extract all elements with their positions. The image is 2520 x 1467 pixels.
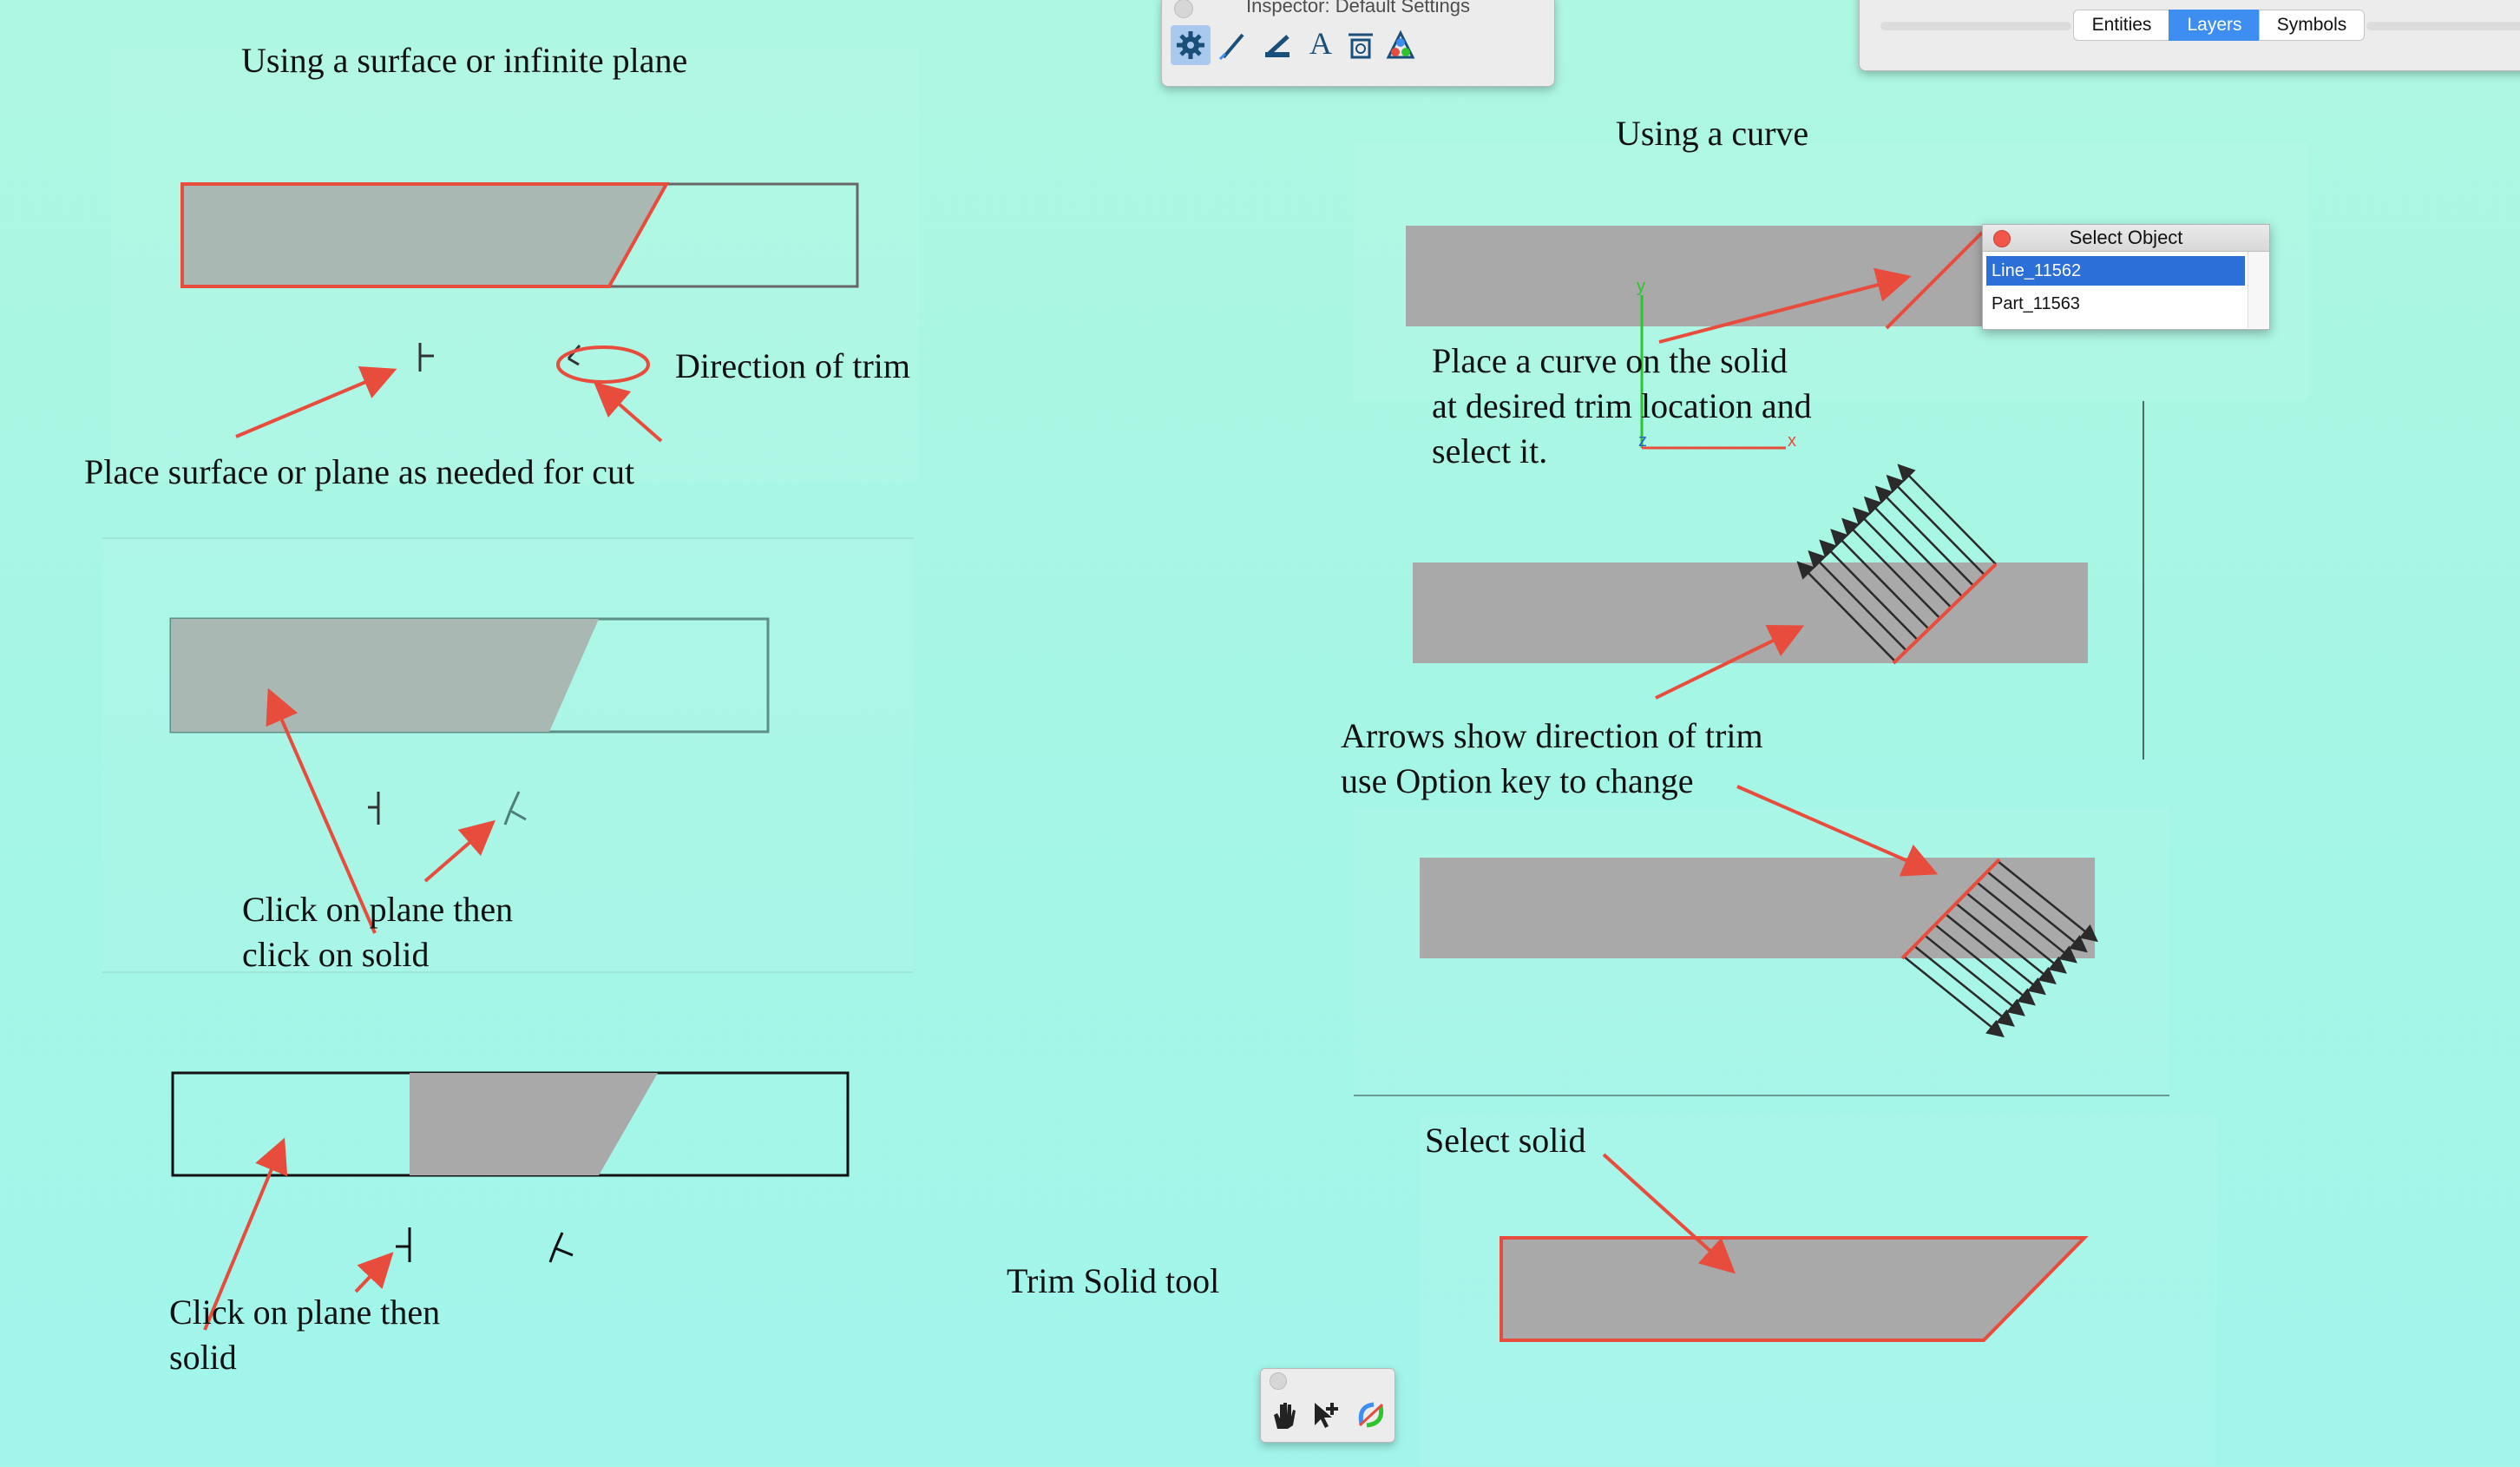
direction-arrow-line <box>1986 871 2088 953</box>
trim-direction-arrows-down <box>1903 860 2098 1038</box>
select-solid-label: Select solid <box>1425 1121 1586 1160</box>
option-key-arrow <box>1736 785 1939 877</box>
click1-line1: Click on plane then <box>242 890 514 929</box>
click-solid-arrow <box>266 687 377 934</box>
right-solid-4[interactable] <box>1500 1236 2089 1342</box>
direction-arrow-line <box>1796 561 1896 662</box>
right-solid-2[interactable] <box>1413 562 2088 663</box>
text-icon[interactable]: A <box>1309 26 1332 61</box>
direction-arrow-line <box>1934 924 2036 1006</box>
palette-close-button[interactable] <box>1270 1372 1287 1390</box>
direction-arrow-line <box>1852 507 1952 609</box>
line-style-icon[interactable] <box>1257 25 1297 65</box>
axis-x-label: x <box>1788 431 1796 451</box>
direction-arrow-line <box>1965 891 2067 974</box>
plane-marker-2[interactable] <box>368 792 380 825</box>
select-object-close-button[interactable] <box>1993 230 2011 247</box>
gear-icon[interactable] <box>1171 25 1211 65</box>
tab-symbols[interactable]: Symbols <box>2259 10 2365 41</box>
pen-icon[interactable] <box>1214 25 1254 65</box>
left-solid-3[interactable] <box>171 1071 850 1177</box>
left-panel-2 <box>102 538 914 972</box>
direction-arrow <box>593 381 663 443</box>
direction-arrow-line <box>1897 464 1997 565</box>
curve-line2: at desired trim location and <box>1432 386 1812 425</box>
plane-marker-1[interactable] <box>418 343 434 372</box>
direction-arrow-line <box>1863 496 1964 598</box>
select-object-item-part[interactable]: Part_11563 <box>1992 294 2080 313</box>
direction-arrow-line <box>1841 517 1941 620</box>
direction-arrow-line <box>1997 860 2098 943</box>
direction-arrow-line <box>1955 902 2057 985</box>
direction-circle <box>556 345 650 384</box>
select-solid-arrow <box>1602 1153 1736 1274</box>
click-plane-arrow <box>423 819 496 883</box>
direction-arrow-line <box>1924 934 2025 1016</box>
right-solid-3[interactable] <box>1420 858 2095 958</box>
right-solid-1[interactable] <box>1406 226 2031 326</box>
click2-line2: solid <box>169 1338 237 1377</box>
direction-arrow-line <box>1808 549 1907 652</box>
plane-marker-3[interactable] <box>396 1227 411 1262</box>
direction-arrow-line <box>1945 913 2046 996</box>
direction-marker-3 <box>548 1232 574 1263</box>
inspector-title: Inspector: Default Settings <box>1245 0 1471 16</box>
select-object-title: Select Object <box>1983 225 2269 252</box>
curve-place-arrow <box>1658 267 1912 344</box>
arrows-line2: use Option key to change <box>1341 761 1694 800</box>
hand-icon[interactable] <box>1264 1395 1304 1435</box>
inspector-window[interactable]: Inspector: Default Settings A <box>1161 0 1555 87</box>
dimension-icon[interactable] <box>1341 25 1381 65</box>
place-label: Place surface or plane as needed for cut <box>84 452 635 491</box>
curve-line1: Place a curve on the solid <box>1432 341 1788 380</box>
curve-line3: select it. <box>1432 431 1548 470</box>
select-object-item-line[interactable]: Line_11562 <box>1986 256 2245 286</box>
tab-entities[interactable]: Entities <box>2073 10 2170 41</box>
click-solid-arrow-2 <box>203 1137 288 1331</box>
select-object-dialog[interactable]: Select Object Line_11562 Part_11563 <box>1982 224 2270 330</box>
direction-arrow-line <box>1903 956 2005 1038</box>
explorer-track-right <box>2366 22 2520 30</box>
tool-palette[interactable] <box>1260 1368 1395 1443</box>
click2-line1: Click on plane then <box>169 1293 441 1332</box>
arrows-label-arrow <box>1655 625 1805 700</box>
axis-z-label: z <box>1638 431 1647 451</box>
direction-arrow-line <box>1913 944 2015 1027</box>
trim-solid-icon[interactable] <box>1351 1395 1391 1435</box>
trim-line-2[interactable] <box>1892 562 1998 665</box>
axis-y-label: y <box>1637 277 1645 296</box>
direction-label: Direction of trim <box>675 346 911 385</box>
axis-gizmo <box>1640 295 1786 450</box>
click1-line2: click on solid <box>242 935 430 974</box>
close-button[interactable] <box>1174 0 1193 18</box>
direction-marker-2 <box>503 791 527 826</box>
explorer-track-left <box>1880 22 2071 30</box>
select-plus-icon[interactable] <box>1308 1395 1348 1435</box>
direction-arrow-line <box>1976 881 2077 964</box>
arrows-line1: Arrows show direction of trim <box>1341 716 1763 755</box>
place-arrow <box>235 365 397 438</box>
left-solid-1[interactable] <box>180 182 859 288</box>
tab-layers[interactable]: Layers <box>2169 10 2261 41</box>
direction-arrow-line <box>1874 485 1975 587</box>
left-solid-2[interactable] <box>169 617 770 734</box>
select-object-scrollbar[interactable] <box>2248 252 2269 328</box>
left-title: Using a surface or infinite plane <box>241 41 688 80</box>
direction-arrow-line <box>1830 529 1930 630</box>
direction-arrow-line <box>1819 539 1919 641</box>
right-title: Using a curve <box>1616 114 1809 153</box>
trim-line-3[interactable] <box>1900 858 2001 960</box>
trim-curve-red[interactable] <box>1885 231 1984 330</box>
click-plane-arrow-2 <box>354 1252 394 1293</box>
trim-solid-tool-label: Trim Solid tool <box>1007 1261 1220 1300</box>
color-icon[interactable] <box>1381 25 1421 65</box>
explorer-window[interactable]: Entities Layers Symbols <box>1859 0 2520 71</box>
trim-direction-arrows-up <box>1796 464 1997 662</box>
direction-arrow-line <box>1886 474 1986 576</box>
